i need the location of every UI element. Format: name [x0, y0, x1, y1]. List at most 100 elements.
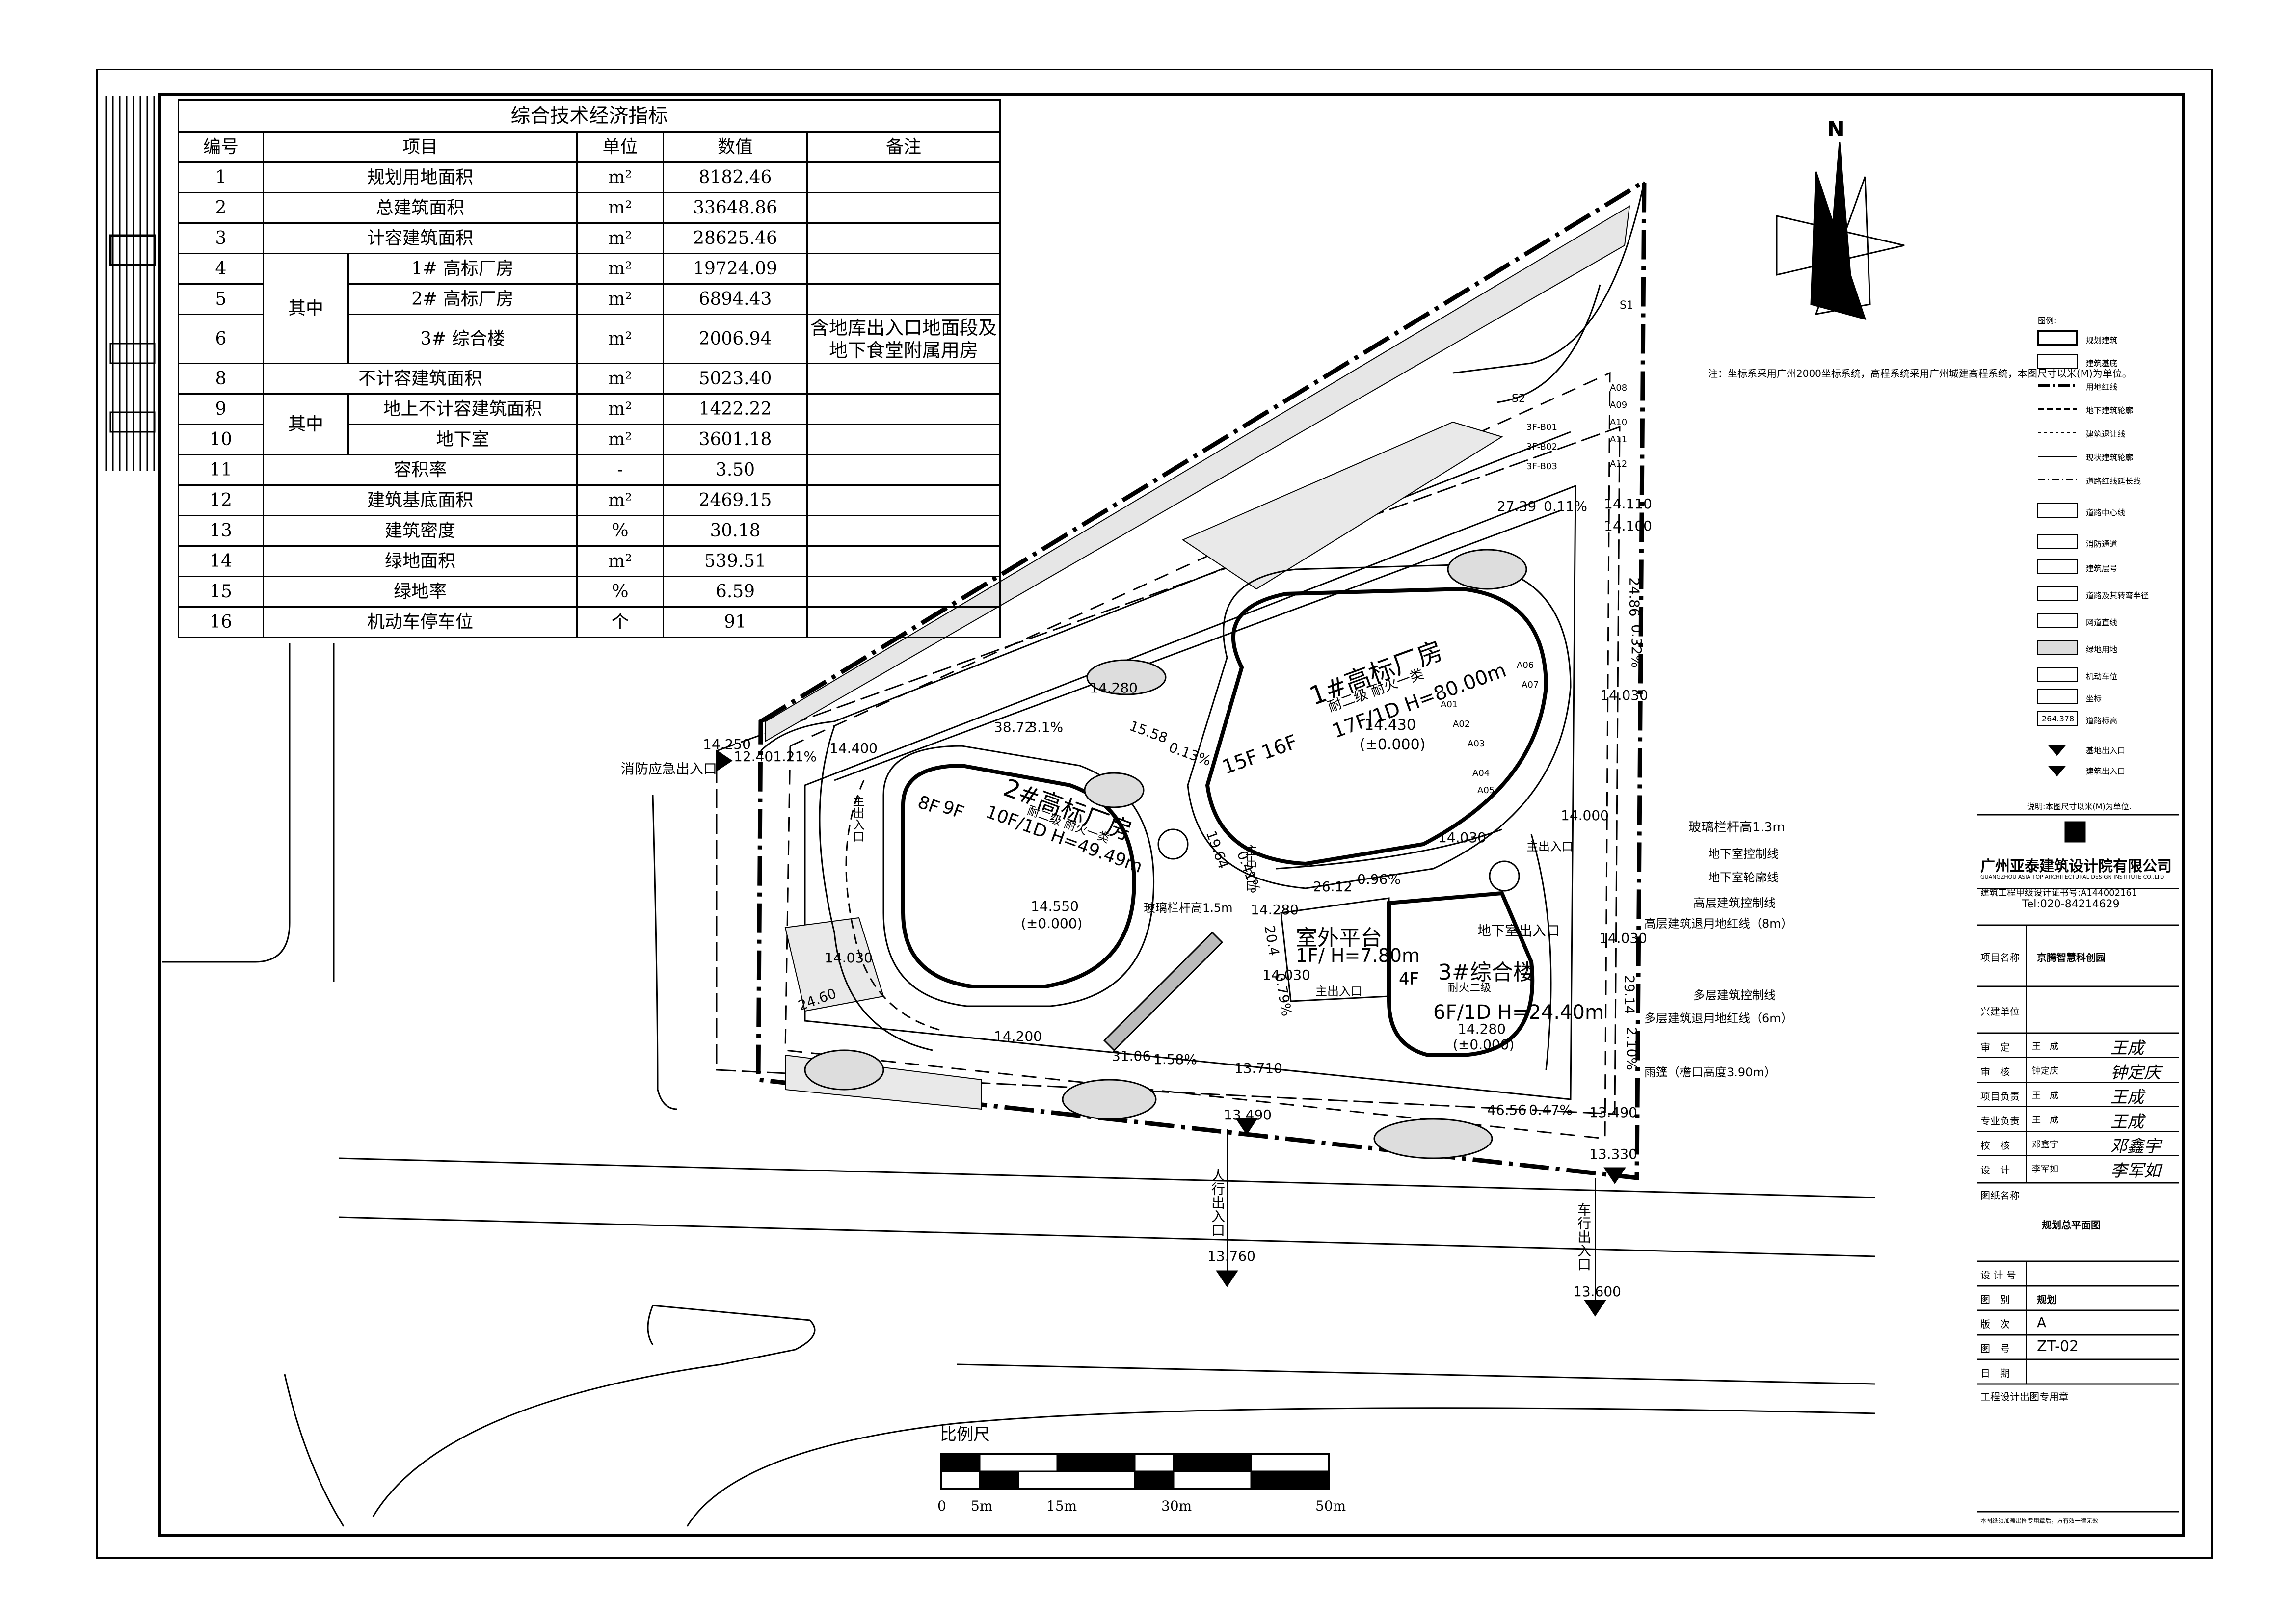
legend-unit-note: 说明:本图尺寸以米(M)为单位.	[2027, 802, 2132, 811]
cell-item: 机动车停车位	[263, 606, 578, 638]
cell-note	[806, 253, 1001, 285]
cell-value: 28625.46	[663, 222, 808, 254]
project-name: 京腾智慧科创园	[2037, 952, 2106, 963]
elevation-label: 13.490	[1224, 1107, 1272, 1123]
parking-label: A11	[1610, 434, 1628, 445]
legend-item: 规划建筑	[2086, 336, 2118, 345]
legend-item: 道路红线延长线	[2086, 477, 2141, 486]
building-1-datum: (±0.000)	[1360, 736, 1426, 753]
cell-note	[806, 192, 1001, 224]
company-tel: Tel:020-84214629	[2022, 898, 2120, 910]
cell-note	[806, 393, 1001, 425]
cell-item: 2# 高标厂房	[347, 283, 578, 315]
scale-title: 比例尺	[940, 1425, 990, 1444]
drawing-name: 规划总平面图	[2042, 1219, 2101, 1231]
drawing-no-label: 图 号	[1980, 1343, 2010, 1355]
cell-no: 12	[178, 484, 264, 516]
parking-label: S1	[1620, 299, 1633, 312]
elevation-label: 1.58%	[1153, 1051, 1197, 1067]
elevation-label: 38.72	[994, 719, 1034, 735]
company-name-en: GUANGZHOU ASIA TOP ARCHITECTURAL DESIGN …	[1980, 874, 2164, 880]
cell-value: 8182.46	[663, 161, 808, 193]
elevation-label: 27.39	[1497, 498, 1537, 514]
note-line: 含地库出入口地面段及	[810, 317, 997, 339]
basement-entry-label: 地下室出入口	[1477, 923, 1560, 939]
role-label: 校 核	[1980, 1140, 2010, 1151]
building-3-datum: (±0.000)	[1453, 1037, 1515, 1053]
cell-item: 总建筑面积	[263, 192, 578, 224]
parking-label: A12	[1610, 459, 1628, 469]
elevation-label: 13.710	[1234, 1060, 1282, 1076]
elevation-label: 29.14	[1621, 975, 1638, 1014]
elevation-label: 14.110	[1604, 496, 1652, 512]
role-label: 设 计	[1980, 1164, 2010, 1176]
cell-unit: 个	[576, 606, 664, 638]
cell-unit: %	[576, 515, 664, 547]
role-name: 王 成	[2032, 1091, 2058, 1101]
parking-label: A05	[1477, 785, 1495, 796]
cell-value: 6.59	[663, 576, 808, 608]
cell-note: 含地库出入口地面段及地下食堂附属用房	[806, 314, 1001, 364]
cell-unit: m²	[576, 222, 664, 254]
col-header: 数值	[663, 131, 808, 163]
plaza-height: 1F/ H=7.80m	[1296, 945, 1420, 966]
legend-item: 建筑出入口	[2086, 767, 2126, 776]
elevation-label: 46.56	[1487, 1102, 1527, 1118]
cell-value: 3.50	[663, 454, 808, 486]
cell-no: 3	[178, 222, 264, 254]
legend-item: 消防通道	[2086, 539, 2118, 549]
note-line: 地下食堂附属用房	[828, 339, 978, 361]
client-label: 兴建单位	[1980, 1006, 2020, 1017]
callout-label: 雨篷（檐口高度3.90m）	[1644, 1065, 1776, 1079]
cell-item: 绿地面积	[263, 545, 578, 577]
elevation-label: 14.200	[994, 1028, 1042, 1044]
elevation-label: 24.86	[1626, 577, 1643, 617]
parking-label: A10	[1610, 417, 1628, 427]
role-label: 项目负责	[1980, 1091, 2020, 1102]
cell-unit: m²	[576, 484, 664, 516]
cell-value: 539.51	[663, 545, 808, 577]
date-label: 日 期	[1980, 1367, 2010, 1379]
elevation-label: 14.280	[1090, 680, 1138, 696]
project-name-label: 项目名称	[1980, 952, 2020, 963]
cell-value: 6894.43	[663, 283, 808, 315]
cell-no: 9	[178, 393, 264, 425]
legend-item: 地下建筑轮廓	[2086, 406, 2134, 415]
parking-label: 3F-B03	[1526, 461, 1557, 472]
elevation-label: 13.760	[1207, 1248, 1255, 1264]
building-3-rating: 耐火二级	[1448, 982, 1492, 994]
role-signature: 王成	[2110, 1112, 2144, 1132]
parking-label: A06	[1517, 660, 1534, 670]
legend-item: 道路中心线	[2086, 508, 2126, 517]
main-entry-label: 主出入口	[1315, 985, 1362, 998]
elevation-label: 13.490	[1589, 1104, 1637, 1120]
legend-title: 图例:	[2038, 316, 2056, 325]
elevation-label: 31.06	[1112, 1048, 1151, 1064]
role-signature: 王成	[2110, 1088, 2144, 1107]
cell-group: 其中	[263, 253, 349, 364]
building-3-floors: 6F/1D H=24.40m	[1433, 1001, 1604, 1024]
cell-unit: m²	[576, 283, 664, 315]
building-1-elev: 14.430	[1364, 717, 1416, 734]
role-signature: 钟定庆	[2110, 1063, 2161, 1083]
elevation-label: 14.250	[703, 736, 751, 752]
cell-item: 建筑密度	[263, 515, 578, 547]
building-3-name: 3#综合楼	[1438, 960, 1535, 985]
cell-item: 3# 综合楼	[347, 314, 578, 364]
version-value: A	[2037, 1314, 2047, 1331]
callout-label: 玻璃栏杆高1.3m	[1688, 820, 1785, 835]
parking-label: A04	[1472, 768, 1490, 778]
cell-no: 16	[178, 606, 264, 638]
cell-item: 容积率	[263, 454, 578, 486]
cell-value: 30.18	[663, 515, 808, 547]
callout-label: 高层建筑退用地红线（8m）	[1644, 917, 1793, 931]
callout-label: 地下室控制线	[1708, 847, 1779, 861]
sheet-label: 图 别	[1980, 1294, 2010, 1305]
